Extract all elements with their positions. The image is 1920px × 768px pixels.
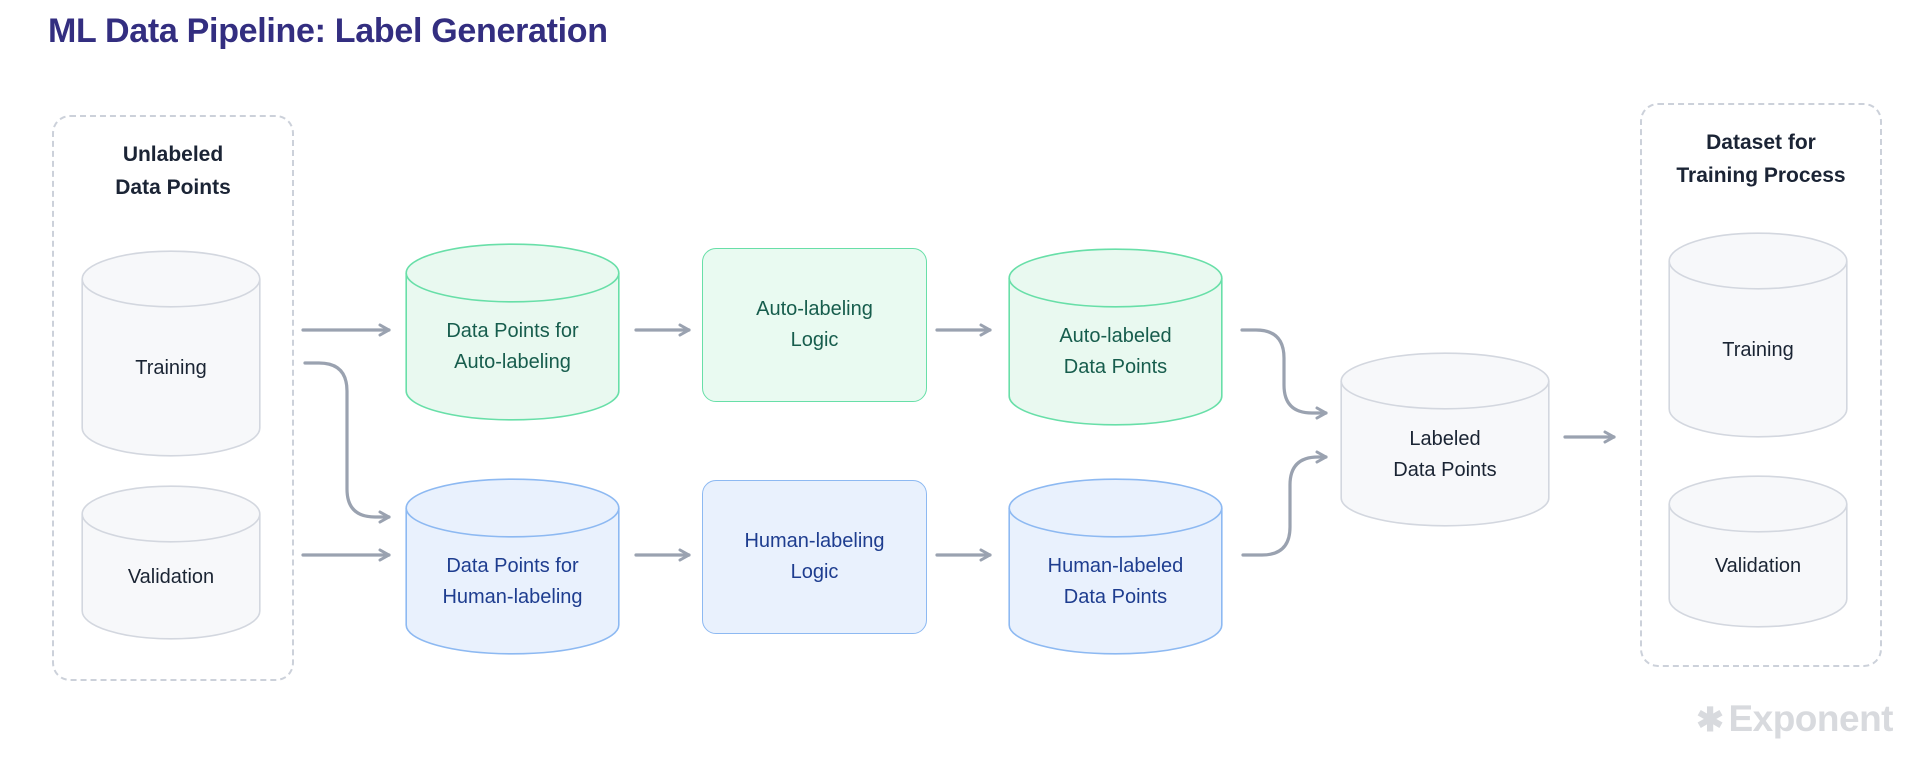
cylinder-top-ellipse (81, 250, 261, 308)
cylinder-shape (1668, 475, 1848, 628)
page-title: ML Data Pipeline: Label Generation (48, 12, 608, 50)
auto-labeling-logic-box: Auto-labeling Logic (702, 248, 927, 402)
arrow-human-output-to-labeled (1241, 450, 1328, 557)
human-labeling-logic-box: Human-labeling Logic (702, 480, 927, 634)
group-dataset-title: Dataset for Training Process (1676, 131, 1846, 187)
cylinder-top-ellipse (1008, 248, 1223, 308)
cylinder-body (1008, 278, 1223, 426)
cylinder-shape (405, 478, 620, 655)
cylinder-dataset-training: Training (1668, 232, 1848, 438)
cylinder-top-ellipse (1668, 475, 1848, 533)
group-unlabeled-data-points: Unlabeled Data Points (52, 115, 294, 681)
arrow-training-to-human-input (303, 361, 391, 524)
cylinder-body (1668, 504, 1848, 628)
cylinder-shape (81, 250, 261, 457)
group-unlabeled-title: Unlabeled Data Points (115, 143, 231, 199)
cylinder-top-ellipse (1340, 352, 1550, 410)
cylinder-top-ellipse (405, 243, 620, 303)
cylinder-label: Training (135, 357, 207, 379)
cylinder-body (81, 279, 261, 457)
arrow-auto-output-to-labeled (1240, 328, 1328, 420)
cylinder-label: Validation (1714, 555, 1802, 577)
cylinder-shape (1008, 248, 1223, 426)
cylinder-dataset-validation: Validation (1668, 475, 1848, 628)
exponent-asterisk-icon: ✱ (1696, 700, 1724, 738)
cylinder-auto-labeled-output: Auto-labeled Data Points (1008, 248, 1223, 426)
cylinder-body (405, 273, 620, 421)
cylinder-shape (405, 243, 620, 421)
cylinder-body (405, 508, 620, 655)
cylinder-body (81, 514, 261, 640)
cylinder-shape (1668, 232, 1848, 438)
cylinder-shape (1008, 478, 1223, 655)
cylinder-unlabeled-validation: Validation (81, 485, 261, 640)
cylinder-body (1340, 381, 1550, 527)
cylinder-body (1668, 261, 1848, 438)
group-dataset-for-training: Dataset for Training Process (1640, 103, 1882, 667)
cylinder-label: Validation (127, 566, 215, 588)
cylinder-top-ellipse (81, 485, 261, 543)
cylinder-human-labeled-output: Human-labeled Data Points (1008, 478, 1223, 655)
cylinder-unlabeled-training: Training (81, 250, 261, 457)
cylinder-labeled-data-points: Labeled Data Points (1340, 352, 1550, 527)
cylinder-label: Data Points for Auto-labeling (446, 320, 579, 373)
cylinder-label: Labeled Data Points (1393, 427, 1497, 481)
cylinder-top-ellipse (1008, 478, 1223, 538)
cylinder-top-ellipse (1668, 232, 1848, 290)
exponent-logo-text: Exponent (1728, 698, 1893, 739)
cylinder-label: Auto-labeled Data Points (1059, 325, 1172, 378)
cylinder-label: Training (1722, 338, 1794, 361)
cylinder-human-labeling-input: Data Points for Human-labeling (405, 478, 620, 655)
cylinder-label: Human-labeled Data Points (1047, 554, 1184, 608)
cylinder-label: Data Points for Human-labeling (442, 554, 583, 608)
cylinder-top-ellipse (405, 478, 620, 538)
cylinder-shape (81, 485, 261, 640)
cylinder-shape (1340, 352, 1550, 527)
cylinder-auto-labeling-input: Data Points for Auto-labeling (405, 243, 620, 421)
cylinder-body (1008, 508, 1223, 655)
exponent-logo: ✱ Exponent (1696, 698, 1893, 740)
